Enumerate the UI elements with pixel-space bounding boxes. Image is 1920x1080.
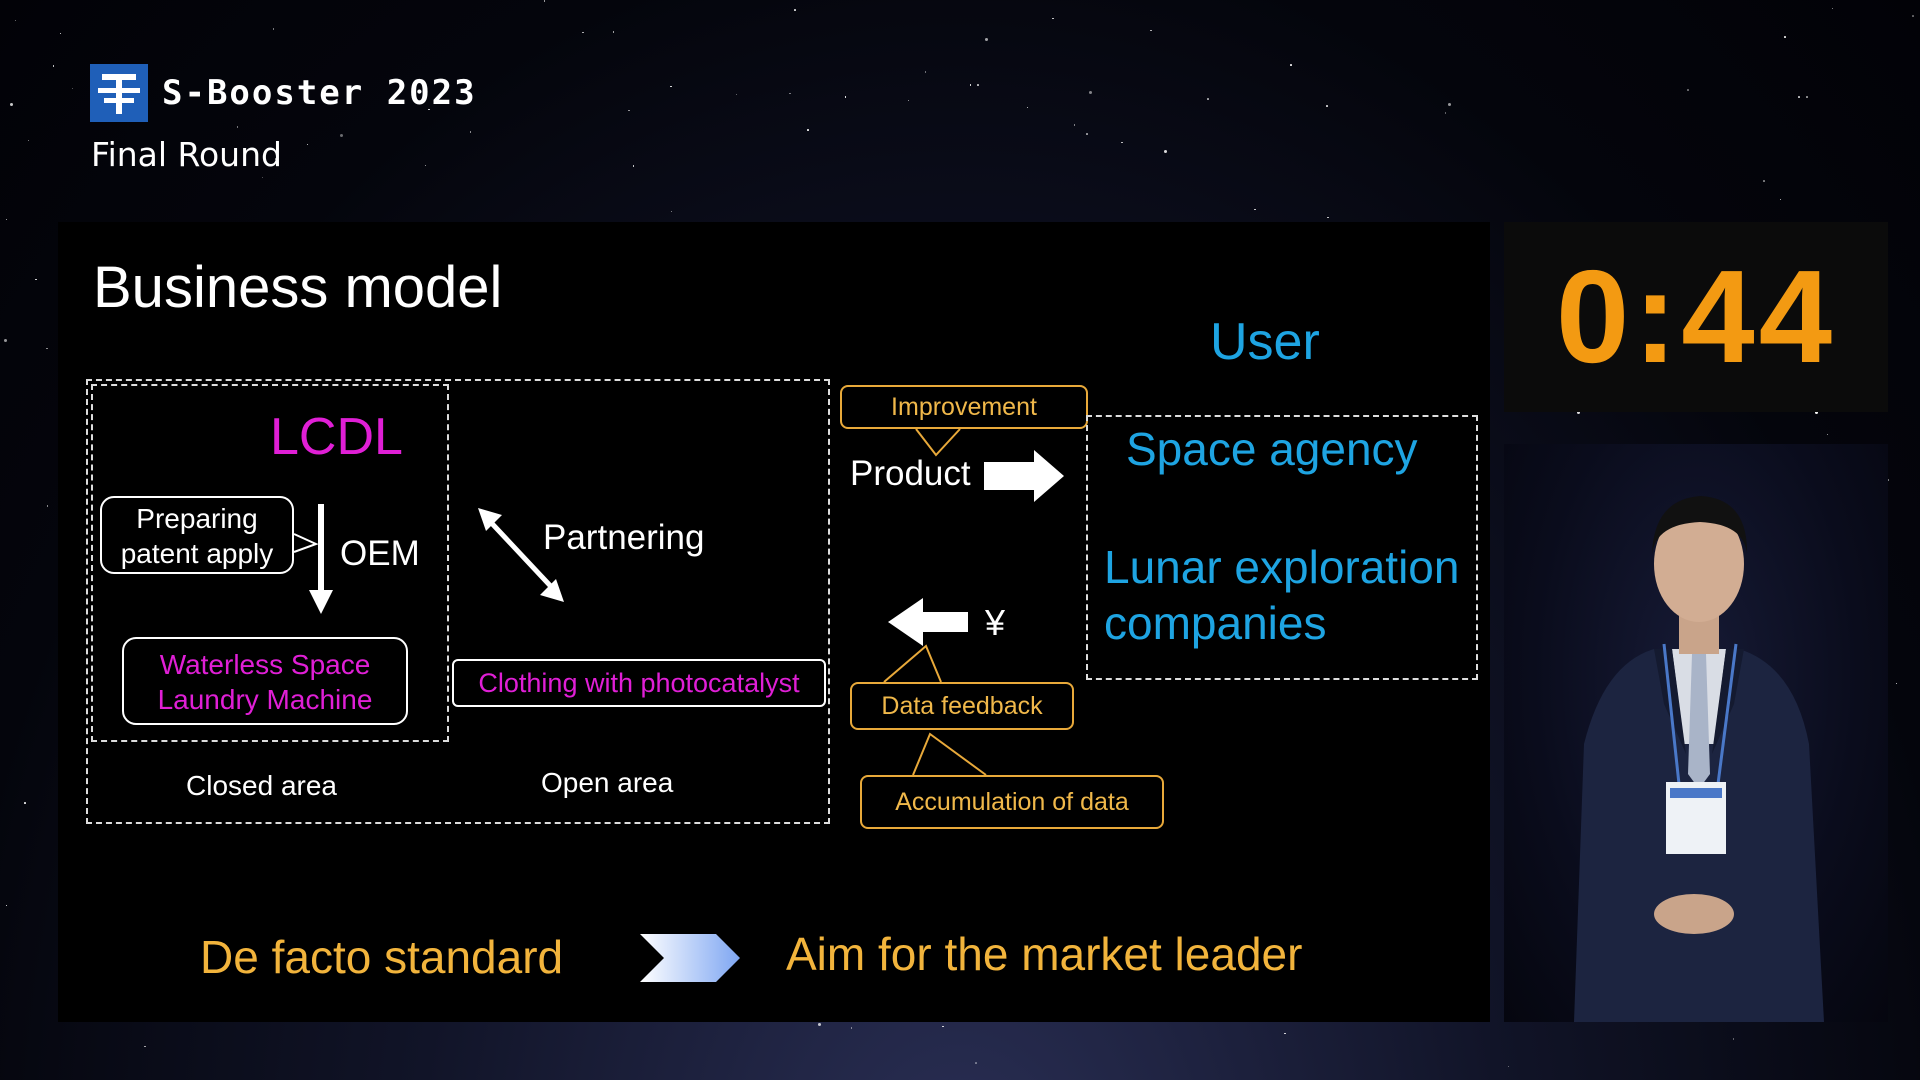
event-header: S-Booster 2023	[90, 64, 477, 122]
data-feedback-callout: Data feedback	[850, 682, 1074, 730]
countdown-timer: 0:44	[1504, 222, 1888, 412]
lcdl-label: LCDL	[270, 408, 403, 466]
preparing-patent-box: Preparing patent apply	[100, 496, 294, 574]
speaker-video-feed	[1504, 444, 1888, 1022]
accumulation-callout: Accumulation of data	[860, 775, 1164, 829]
closed-area-label: Closed area	[186, 770, 337, 801]
presenter-figure	[1574, 496, 1824, 1022]
yen-left-arrow	[888, 598, 968, 646]
space-agency-label: Space agency	[1126, 423, 1418, 475]
round-label: Final Round	[91, 135, 282, 174]
oem-label: OEM	[340, 534, 420, 573]
slide-title: Business model	[93, 255, 503, 320]
diagram-arrows	[293, 428, 1064, 982]
preparing-callout-tail	[293, 533, 319, 553]
partnering-double-arrow	[478, 508, 564, 602]
user-box	[1086, 415, 1478, 680]
presentation-slide: Business model LCDL Preparing patent app…	[58, 222, 1490, 1022]
product-right-arrow	[984, 450, 1064, 502]
preparing-line-2: patent apply	[120, 538, 274, 569]
user-label: User	[1210, 313, 1320, 371]
de-facto-standard: De facto standard	[200, 931, 564, 983]
open-area-label: Open area	[541, 767, 674, 798]
chevron-right-icon	[640, 934, 740, 982]
laundry-machine-box: Waterless Space Laundry Machine	[122, 637, 408, 725]
s-booster-logo-icon	[90, 64, 148, 122]
product-label: Product	[850, 454, 971, 493]
oem-down-arrow	[309, 504, 333, 614]
closed-area-box	[91, 384, 449, 742]
accumulation-tail	[912, 732, 987, 776]
lunar-line-1: Lunar exploration	[1104, 541, 1460, 593]
laundry-line-1: Waterless Space	[159, 649, 371, 680]
improvement-callout: Improvement	[840, 385, 1088, 429]
market-leader-text: Aim for the market leader	[786, 928, 1303, 980]
yen-label: ¥	[985, 602, 1006, 643]
improvement-callout-tail	[915, 428, 961, 457]
preparing-line-1: Preparing	[136, 503, 258, 534]
outer-area-box	[86, 379, 830, 824]
event-title: S-Booster 2023	[162, 73, 477, 113]
laundry-line-2: Laundry Machine	[157, 684, 373, 715]
data-feedback-tail	[883, 644, 942, 683]
clothing-photocatalyst-box: Clothing with photocatalyst	[452, 659, 826, 707]
partnering-label: Partnering	[543, 518, 705, 557]
lunar-line-2: companies	[1104, 597, 1327, 649]
